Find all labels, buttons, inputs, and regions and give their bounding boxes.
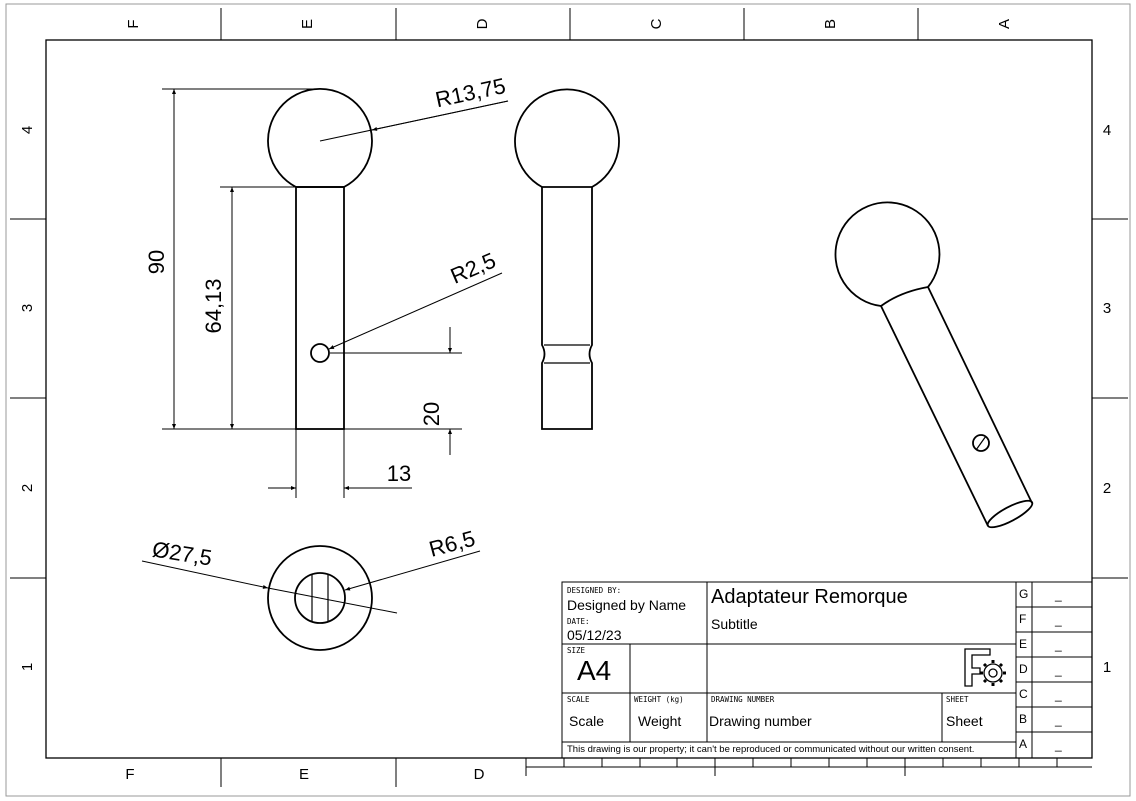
zone-column-label: B — [822, 19, 839, 29]
revision-letter: E — [1019, 637, 1028, 651]
revision-value: _ — [1055, 613, 1062, 627]
zone-row-label-left: 2 — [19, 484, 36, 492]
copyright-notice: This drawing is our property; it can't b… — [567, 744, 975, 755]
revision-letter: A — [1019, 737, 1028, 751]
zone-column-label-bottom: F — [125, 766, 134, 783]
revision-letter: G — [1019, 587, 1029, 601]
dimension-height-hole: 20 — [419, 402, 444, 426]
dimension-radius-hole: R2,5 — [447, 248, 500, 289]
date-value: 05/12/23 — [567, 627, 622, 643]
drawing-subtitle: Subtitle — [711, 616, 758, 632]
drawing-number-value: Drawing number — [709, 713, 812, 729]
top-view-dimensions — [141, 550, 481, 614]
isometric-view — [834, 201, 1034, 529]
weight-label: WEIGHT (kg) — [634, 695, 684, 704]
zone-row-label-left: 4 — [19, 126, 36, 134]
zone-column-label: F — [125, 19, 142, 28]
zone-row-label-right: 1 — [1103, 659, 1111, 676]
revision-letter: F — [1019, 612, 1027, 626]
size-value: A4 — [577, 655, 612, 686]
revision-value: _ — [1055, 738, 1062, 752]
revision-letter: D — [1019, 662, 1028, 676]
revision-letter: B — [1019, 712, 1028, 726]
title-block — [525, 581, 1093, 776]
scale-value: Scale — [569, 713, 605, 729]
front-view-dimensions — [162, 88, 509, 498]
sheet-label: SHEET — [946, 695, 969, 704]
zone-row-label-right: 4 — [1103, 122, 1111, 139]
top-view — [267, 545, 373, 651]
zone-column-label: A — [996, 19, 1013, 29]
dimension-radius-inner: R6,5 — [426, 526, 477, 562]
side-view — [514, 88, 620, 430]
zone-row-label-right: 3 — [1103, 300, 1111, 317]
dimension-height-total: 90 — [144, 250, 169, 274]
size-label: SIZE — [567, 646, 586, 655]
app-logo-icon — [964, 648, 1006, 687]
designed-by-label: DESIGNED BY: — [567, 586, 622, 595]
zone-column-label: C — [648, 18, 665, 29]
designed-by-value: Designed by Name — [567, 597, 687, 613]
zone-column-label-bottom: D — [474, 766, 485, 783]
dimension-height-shaft: 64,13 — [201, 278, 226, 333]
revision-value: _ — [1055, 638, 1062, 652]
sheet-value: Sheet — [946, 713, 983, 729]
dimension-radius-ball: R13,75 — [433, 73, 508, 112]
revision-value: _ — [1055, 713, 1062, 727]
revision-letter: C — [1019, 687, 1028, 701]
dimension-width-shaft: 13 — [387, 461, 411, 486]
zone-column-label: E — [299, 19, 316, 29]
zone-column-label: D — [474, 18, 491, 29]
zone-row-label-right: 2 — [1103, 480, 1111, 497]
zone-ticks — [10, 8, 1128, 787]
front-view — [267, 88, 373, 430]
zone-row-label-left: 3 — [19, 304, 36, 312]
scale-label: SCALE — [567, 695, 590, 704]
weight-value: Weight — [638, 713, 682, 729]
revision-value: _ — [1055, 588, 1062, 602]
drawing-number-label: DRAWING NUMBER — [711, 695, 775, 704]
revision-value: _ — [1055, 688, 1062, 702]
dimension-diameter-outer: Ø27,5 — [151, 537, 214, 571]
zone-column-label-bottom: E — [299, 766, 309, 783]
zone-row-label-left: 1 — [19, 663, 36, 671]
outer-frame — [5, 3, 1131, 797]
date-label: DATE: — [567, 617, 590, 626]
drawing-title: Adaptateur Remorque — [711, 586, 908, 608]
revision-value: _ — [1055, 663, 1062, 677]
